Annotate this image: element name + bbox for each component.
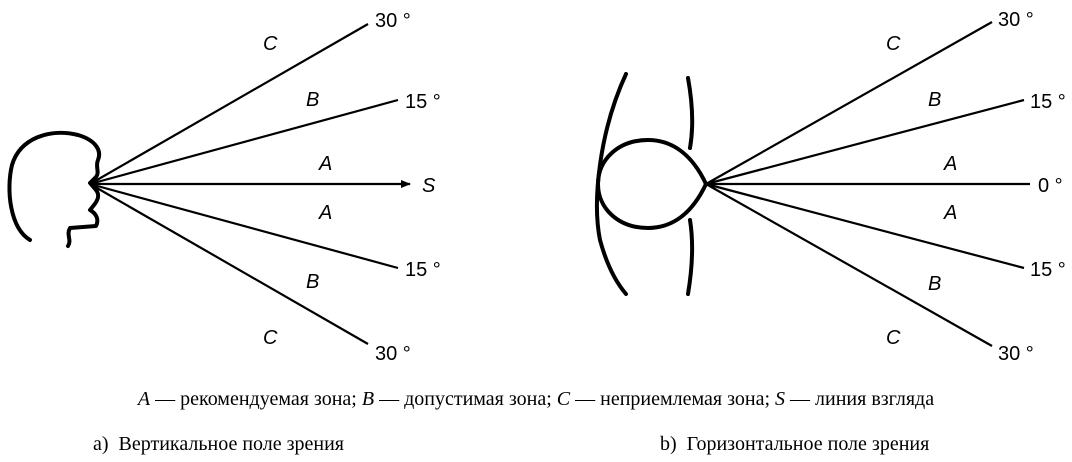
angle-label-15-bottom: 15 ° <box>405 259 441 281</box>
ray-15-down <box>89 182 399 270</box>
zone-label-c-top: C <box>886 33 901 55</box>
ray-30-right-bottom <box>705 183 993 347</box>
zone-label-a-top: A <box>318 153 332 175</box>
sight-line-label: S <box>422 175 436 197</box>
legend-key-a: A <box>136 388 151 410</box>
angle-label-15-top: 15 ° <box>1030 91 1066 113</box>
legend-text-a: — рекомендуемая зона; <box>150 388 362 410</box>
ray-15-left-top <box>705 98 1025 186</box>
angle-label-30-top: 30 ° <box>998 9 1034 31</box>
angle-label-30-bottom: 30 ° <box>375 343 411 365</box>
zone-label-c-bottom: C <box>263 327 278 349</box>
right-shoulder-top-icon <box>686 76 695 150</box>
legend-key-s: S <box>775 388 785 410</box>
zone-label-b-bottom: B <box>306 271 319 293</box>
vertical-field-diagram: 30 ° 15 ° S 15 ° 30 ° C B A A B C <box>7 10 441 365</box>
legend-text-c: — неприемлемая зона; <box>570 388 775 410</box>
zone-label-a-bottom: A <box>318 202 332 224</box>
angle-label-30-bottom: 30 ° <box>998 343 1034 365</box>
zone-label-b-top: B <box>928 89 941 111</box>
ray-15-up <box>89 98 399 186</box>
legend-key-b: B <box>362 388 374 410</box>
angle-label-15-top: 15 ° <box>405 91 441 113</box>
zone-label-a-top: A <box>943 153 957 175</box>
caption-vertical-field: a) Вертикальное поле зрения <box>93 433 344 455</box>
zone-label-b-top: B <box>306 89 319 111</box>
angle-label-30-top: 30 ° <box>375 10 411 32</box>
ray-30-down <box>89 183 369 345</box>
angle-label-0: 0 ° <box>1038 175 1063 197</box>
ray-30-left-top <box>705 21 993 185</box>
zone-label-a-bottom: A <box>943 202 957 224</box>
zone-label-c-top: C <box>263 33 278 55</box>
head-profile-icon <box>7 130 101 248</box>
caption-horizontal-field: b) Горизонтальное поле зрения <box>660 433 929 455</box>
right-shoulder-bottom-icon <box>686 218 695 296</box>
left-shoulder-icon <box>595 72 628 296</box>
legend-text-b: — допустимая зона; <box>374 388 557 410</box>
ray-30-up <box>89 23 369 185</box>
legend-text-s: — линия взгляда <box>785 388 934 410</box>
ray-15-right-bottom <box>705 182 1025 270</box>
zone-label-b-bottom: B <box>928 273 941 295</box>
legend-key-c: C <box>557 388 571 410</box>
head-top-view-icon <box>596 138 708 230</box>
angle-label-15-bottom: 15 ° <box>1030 259 1066 281</box>
legend-line: A — рекомендуемая зона; B — допустимая з… <box>136 388 934 410</box>
horizontal-field-diagram: 30 ° 15 ° 0 ° 15 ° 30 ° C B A A B C <box>595 9 1066 365</box>
zone-label-c-bottom: C <box>886 327 901 349</box>
